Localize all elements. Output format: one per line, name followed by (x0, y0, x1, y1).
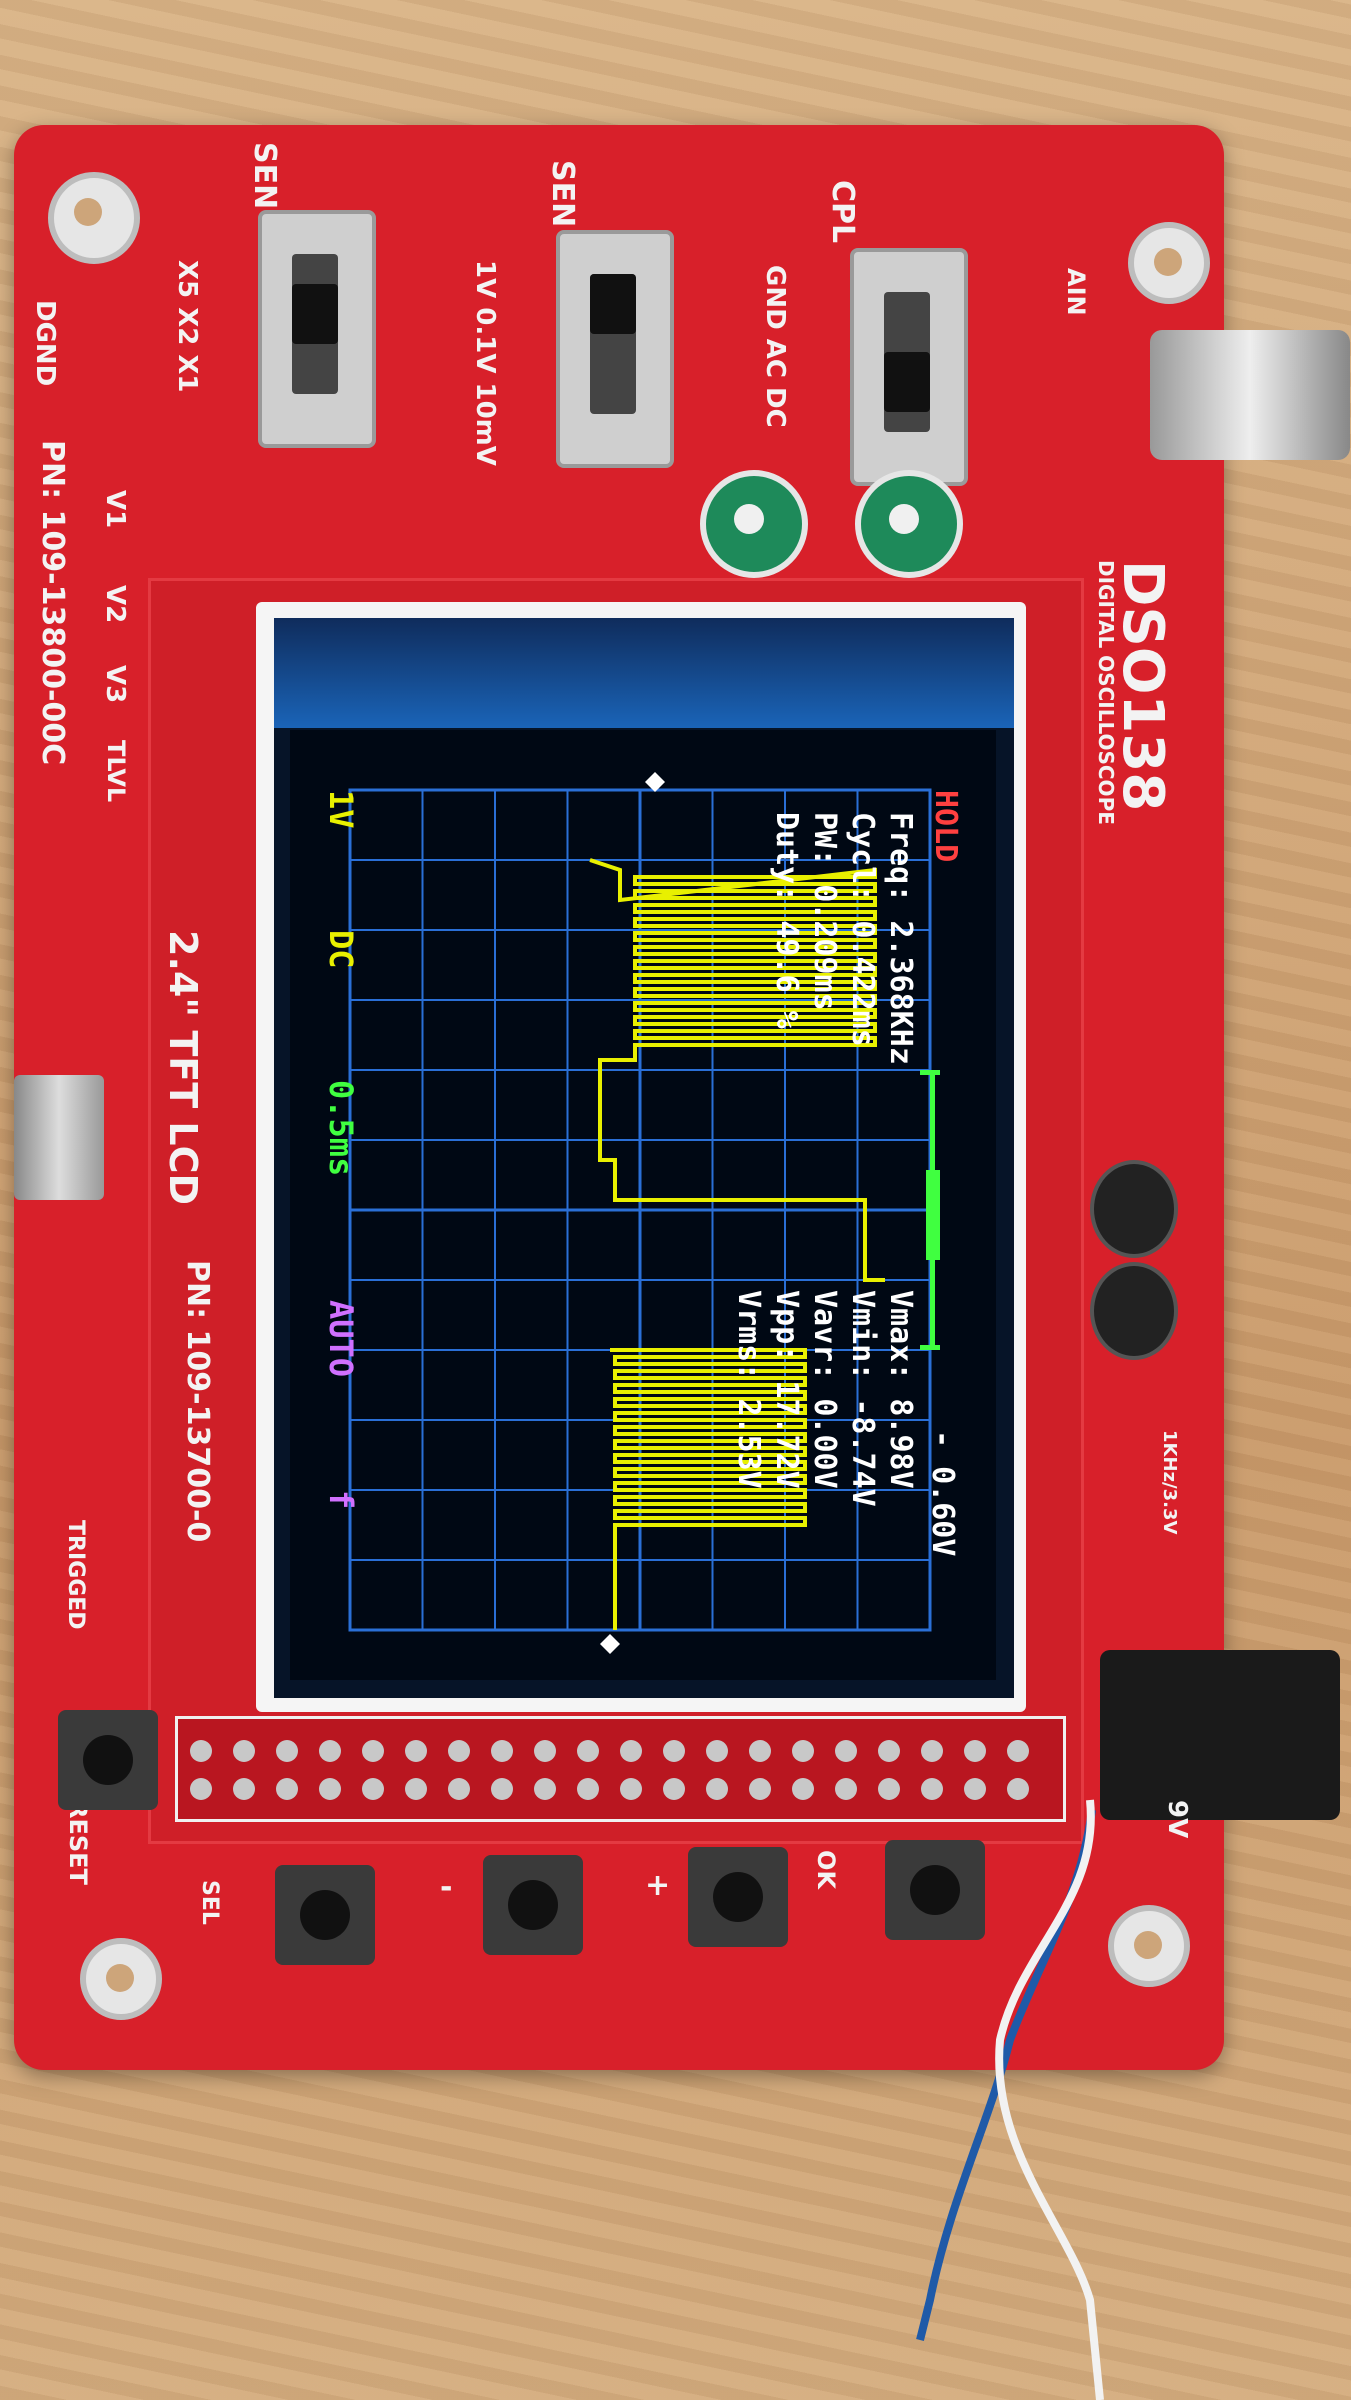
header-pin (964, 1778, 986, 1800)
minus-button[interactable] (483, 1855, 583, 1955)
white-wire (995, 1799, 1104, 2400)
header-pin (319, 1778, 341, 1800)
trigger-marker-top (645, 772, 665, 792)
signal-trace (589, 858, 885, 1630)
mount-hole-bottom-right (1108, 1905, 1190, 1987)
reset-button[interactable] (58, 1710, 158, 1810)
header-pin (276, 1778, 298, 1800)
header-pin (405, 1778, 427, 1800)
ok-button[interactable] (885, 1840, 985, 1940)
power-jack[interactable] (1100, 1650, 1340, 1820)
header-pin (362, 1740, 384, 1762)
header-pin (233, 1740, 255, 1762)
header-pin (405, 1740, 427, 1762)
mount-hole-top-right (1128, 222, 1210, 304)
header-pin (448, 1778, 470, 1800)
header-pin (577, 1778, 599, 1800)
header-pin (190, 1778, 212, 1800)
scope-screen (290, 730, 996, 1680)
trigger-position-marker (926, 1170, 940, 1260)
bnc-input-connector[interactable] (1150, 330, 1350, 460)
switch-knob (884, 352, 930, 412)
header-pin (448, 1740, 470, 1762)
trimmer-pot-c4[interactable] (700, 470, 808, 578)
trigger-marker-bottom (600, 1634, 620, 1654)
electrolytic-capacitor (1090, 1262, 1178, 1360)
switch-knob (292, 284, 338, 344)
header-pin (362, 1778, 384, 1800)
header-pin (577, 1740, 599, 1762)
header-pin (921, 1740, 943, 1762)
mount-hole-top-left (48, 172, 140, 264)
header-pin (1007, 1740, 1029, 1762)
sen2-switch[interactable] (556, 230, 674, 468)
sel-button[interactable] (275, 1865, 375, 1965)
header-pin (663, 1778, 685, 1800)
header-pin (792, 1740, 814, 1762)
plus-button[interactable] (688, 1847, 788, 1947)
minus-label: - (440, 1870, 453, 1905)
electrolytic-capacitor (1090, 1160, 1178, 1258)
header-pin (706, 1778, 728, 1800)
trigger-bar-cap-top (920, 1070, 940, 1075)
header-pin (663, 1740, 685, 1762)
header-pin (749, 1778, 771, 1800)
lcd-flex-cable (274, 618, 1014, 728)
trimmer-pot-c6[interactable] (855, 470, 963, 578)
header-pin (878, 1740, 900, 1762)
header-pin (534, 1740, 556, 1762)
usb-port[interactable] (14, 1075, 104, 1200)
mount-hole-bottom-left (80, 1938, 162, 2020)
plus-label: + (645, 1868, 671, 1903)
header-pin (749, 1740, 771, 1762)
trigger-bar-cap-bottom (920, 1345, 940, 1350)
header-pin (964, 1740, 986, 1762)
switch-knob (590, 274, 636, 334)
header-pin (233, 1778, 255, 1800)
header-pin (491, 1740, 513, 1762)
header-pin (190, 1740, 212, 1762)
header-pin (1007, 1778, 1029, 1800)
header-pin (319, 1740, 341, 1762)
header-pin (921, 1778, 943, 1800)
cpl-switch[interactable] (850, 248, 968, 486)
pin-header-j1 (175, 1716, 1066, 1822)
header-pin (276, 1740, 298, 1762)
square-wave-trace (589, 858, 885, 1630)
header-pin (835, 1778, 857, 1800)
header-pin (792, 1778, 814, 1800)
screen-background (290, 730, 996, 1680)
header-pin (878, 1778, 900, 1800)
header-pin (835, 1740, 857, 1762)
header-pin (620, 1740, 642, 1762)
header-pin (706, 1740, 728, 1762)
header-pin (534, 1778, 556, 1800)
header-pin (620, 1778, 642, 1800)
sen1-switch[interactable] (258, 210, 376, 448)
header-pin (491, 1778, 513, 1800)
blue-wire (916, 1809, 1096, 2341)
